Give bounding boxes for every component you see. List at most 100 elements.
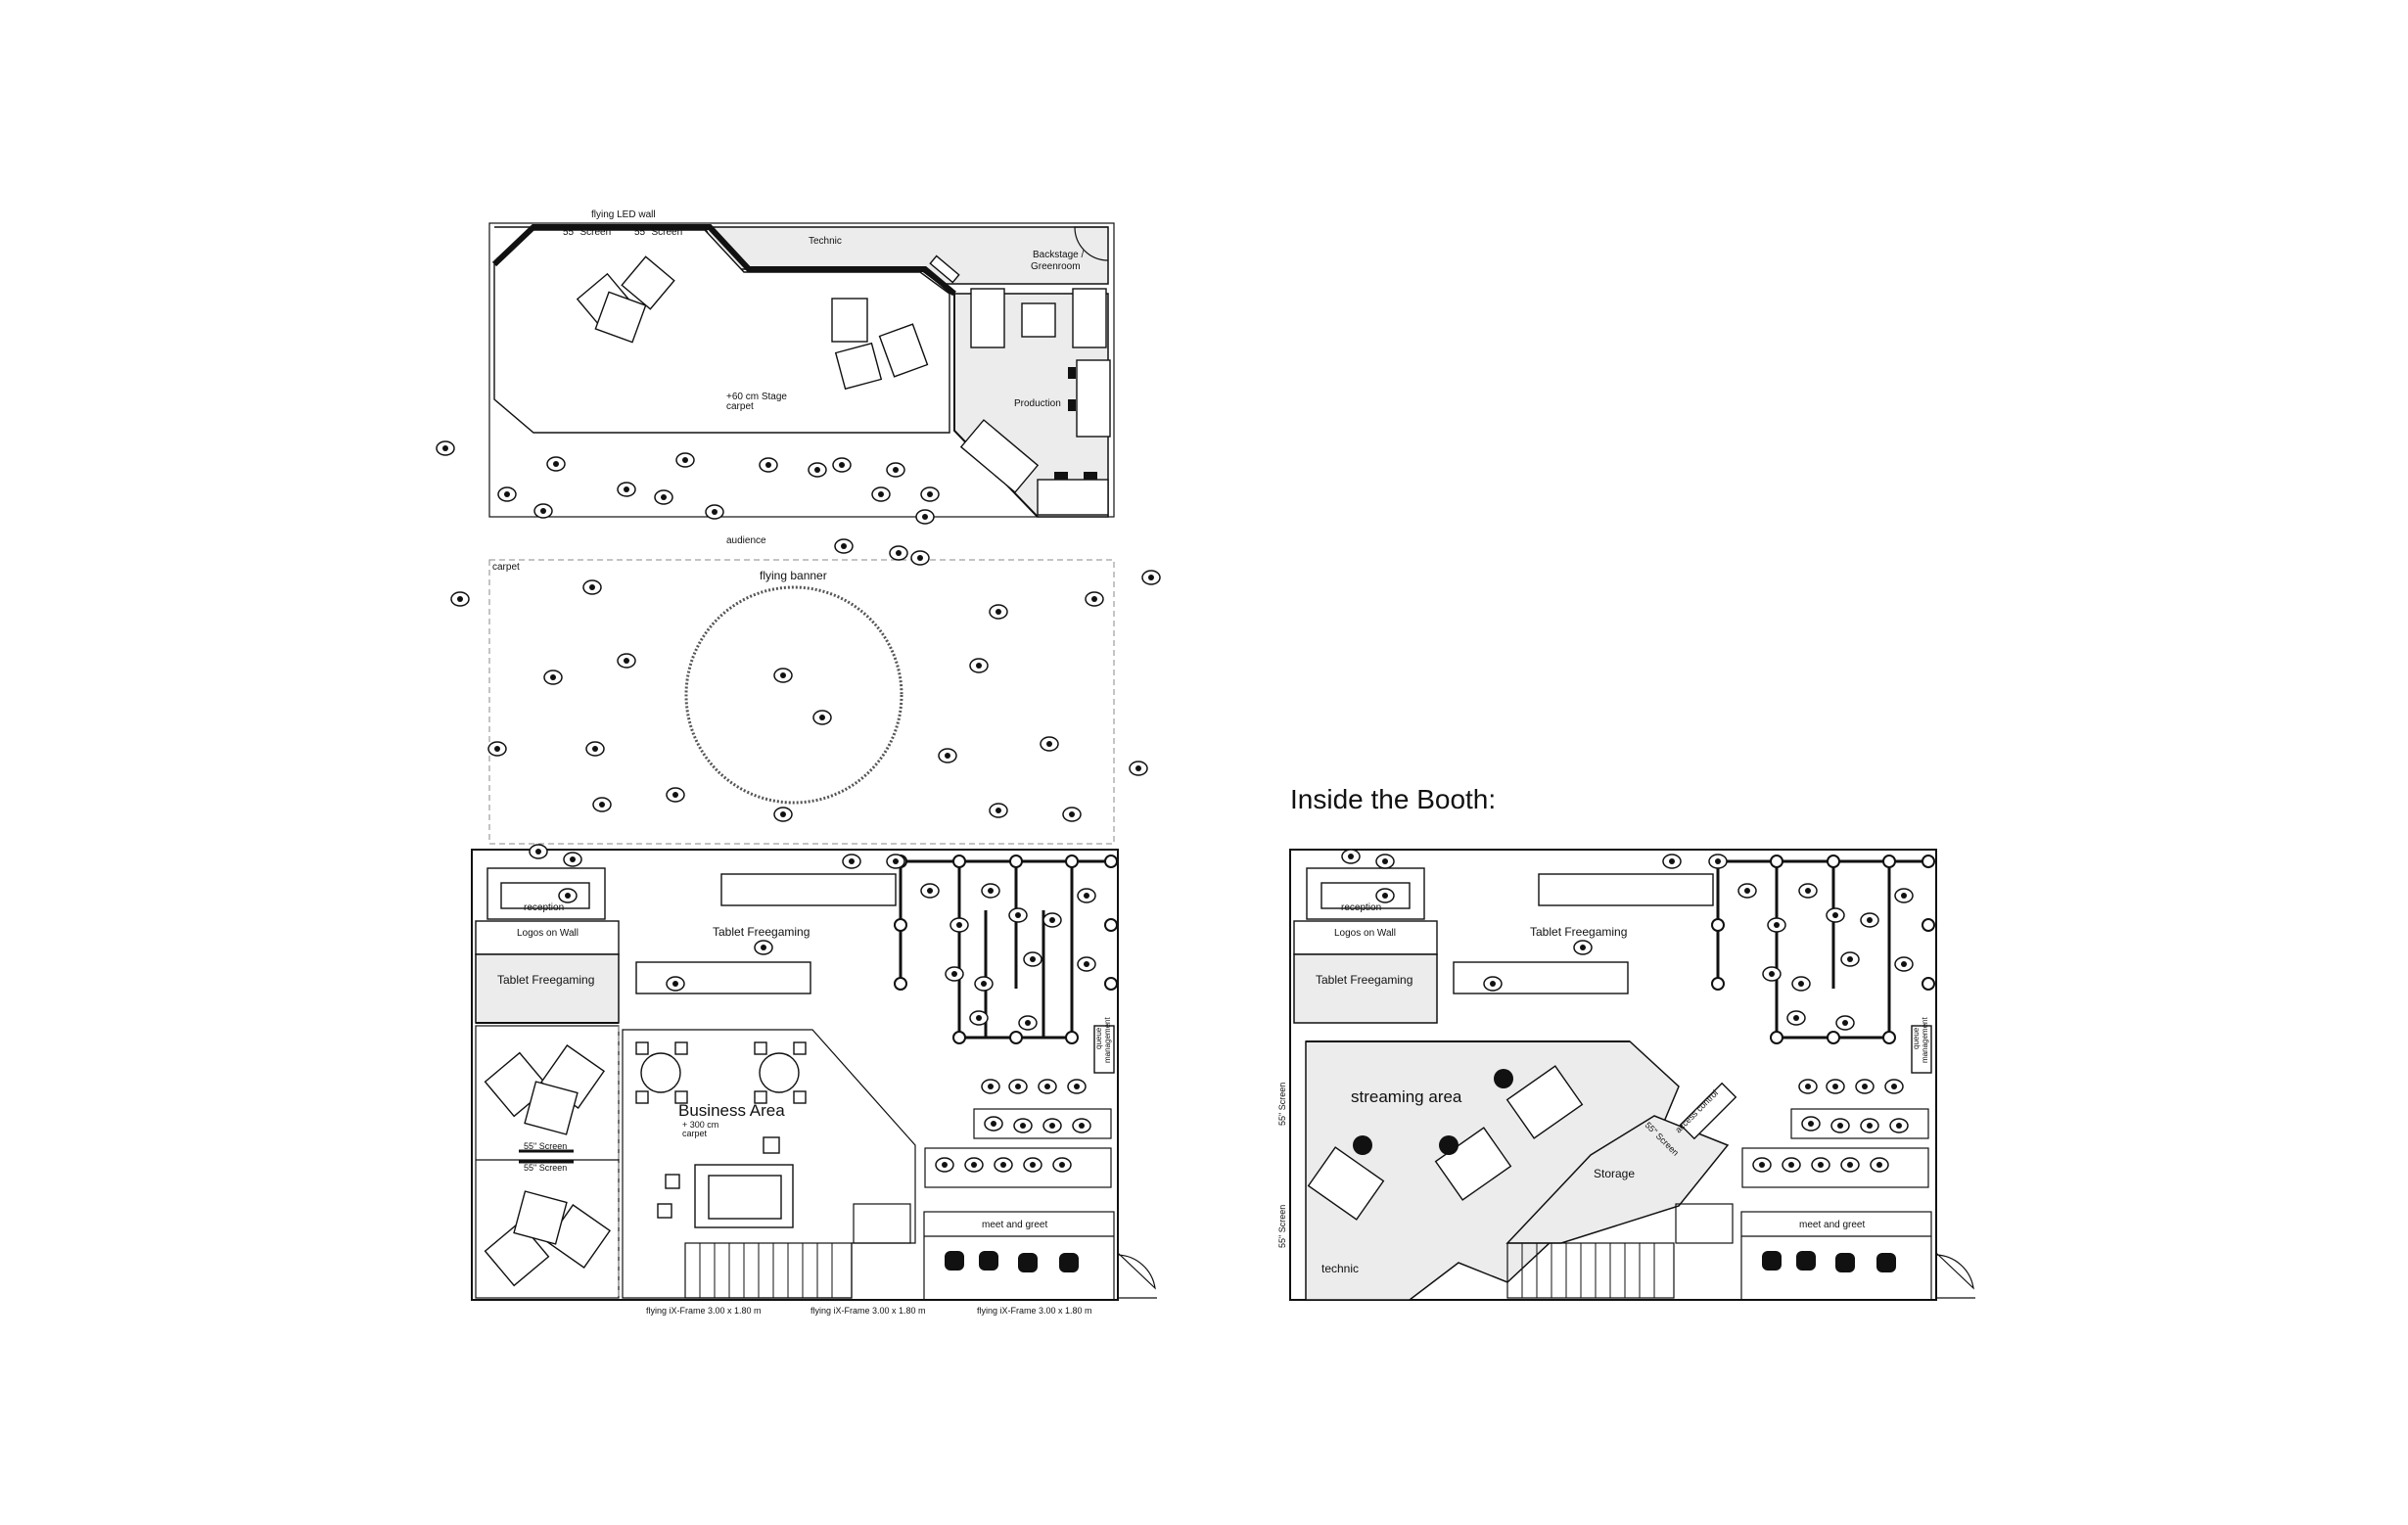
person-head: [988, 888, 994, 894]
person-head: [1891, 1084, 1897, 1089]
person-head: [494, 746, 500, 752]
person-head: [1049, 1123, 1055, 1129]
person-head: [1837, 1123, 1843, 1129]
meet-greet-seat: [1018, 1253, 1038, 1272]
person-head: [1091, 596, 1097, 602]
label-business-sub-2: carpet: [682, 1129, 708, 1138]
booth-label-queue-1: queue: [1912, 1027, 1921, 1049]
logos-wall-panel: [475, 920, 620, 955]
person-head: [996, 609, 1001, 615]
label-meet-greet: meet and greet: [982, 1220, 1047, 1230]
label-ix-frame-3: flying iX-Frame 3.00 x 1.80 m: [977, 1306, 1092, 1316]
person-head: [553, 461, 559, 467]
queue-management-sign: [1093, 1025, 1115, 1074]
person-head: [1490, 981, 1496, 987]
label-screen-left-1: 55" Screen: [524, 1141, 567, 1151]
label-production: Production: [1014, 398, 1061, 409]
label-technic: Technic: [809, 236, 842, 247]
person-head: [765, 462, 771, 468]
main-floor-plan: [471, 222, 1157, 1301]
person-head: [1084, 961, 1089, 967]
person-head: [1000, 1162, 1006, 1168]
person-head: [1348, 854, 1354, 859]
person-head: [1580, 945, 1586, 950]
stage-table-3: [594, 291, 647, 344]
meet-greet-seat: [1762, 1251, 1782, 1271]
person-head: [1759, 1162, 1765, 1168]
tablet-freegaming-right: [1293, 953, 1438, 1024]
label-queue-2: management: [1103, 1017, 1112, 1063]
booth-label-meet-greet: meet and greet: [1799, 1220, 1865, 1230]
led-wall: [491, 224, 956, 297]
label-queue-1: queue: [1094, 1027, 1103, 1049]
person-head: [996, 808, 1001, 813]
booth-label-streaming: streaming area: [1351, 1087, 1462, 1106]
label-backstage-1: Backstage /: [1033, 250, 1084, 260]
person-head: [592, 746, 598, 752]
stage-table-4: [831, 298, 868, 343]
person-head: [712, 509, 718, 515]
meet-greet-seat: [1835, 1253, 1855, 1272]
person-head: [956, 922, 962, 928]
person-head: [942, 1162, 948, 1168]
person-head: [624, 658, 629, 664]
person-head: [1808, 1121, 1814, 1127]
main-plan-labels: flying LED wall 55" Screen 55" Screen Te…: [492, 209, 1112, 1316]
stage-table-6: [834, 342, 883, 391]
person-head: [971, 1162, 977, 1168]
stage-table-2: [621, 255, 675, 310]
label-led-wall: flying LED wall: [591, 209, 656, 220]
booth-outline: [471, 849, 1119, 1301]
person-head: [1901, 961, 1907, 967]
person-head: [1847, 1162, 1853, 1168]
led-wall-end: [929, 254, 960, 284]
person-head: [1805, 1084, 1811, 1089]
production-desk-2: [959, 419, 1040, 493]
person-head: [1901, 893, 1907, 899]
person-head: [1148, 575, 1154, 580]
person-head: [814, 467, 820, 473]
person-head: [917, 555, 923, 561]
person-head: [991, 1121, 996, 1127]
booth-outline-right: [1289, 849, 1937, 1301]
person-head: [1069, 811, 1075, 817]
label-ix-frame-2: flying iX-Frame 3.00 x 1.80 m: [810, 1306, 926, 1316]
person-head: [1818, 1162, 1824, 1168]
person-head: [1867, 917, 1873, 923]
person-head: [1084, 893, 1089, 899]
person-head: [1862, 1084, 1868, 1089]
person-head: [878, 491, 884, 497]
person-head: [1788, 1162, 1794, 1168]
person-head: [1793, 1015, 1799, 1021]
booth-label-queue-2: management: [1921, 1017, 1929, 1063]
person-head: [535, 849, 541, 855]
backstage-door: [1074, 226, 1109, 261]
person-head: [1382, 858, 1388, 864]
person-head: [682, 457, 688, 463]
label-audience: audience: [726, 535, 766, 546]
stairs-lower: [684, 1242, 853, 1299]
booth-label-reception: reception: [1341, 902, 1381, 913]
coffee-table: [1021, 302, 1056, 338]
person-head: [1135, 765, 1141, 771]
flying-banner-ring: [684, 585, 903, 805]
label-screen-a: 55" Screen: [563, 227, 611, 238]
person-head: [1015, 1084, 1021, 1089]
person-head: [1769, 971, 1775, 977]
person-head: [839, 462, 845, 468]
person-head: [927, 491, 933, 497]
person-head: [1074, 1084, 1080, 1089]
meet-greet-room: [923, 1211, 1115, 1301]
meet-greet-seat: [1796, 1251, 1816, 1271]
label-tablet-top: Tablet Freegaming: [713, 925, 810, 939]
person-head: [540, 508, 546, 514]
person-head: [976, 663, 982, 669]
person-head: [1774, 922, 1780, 928]
person-head: [1015, 912, 1021, 918]
person-head: [1079, 1123, 1085, 1129]
person-head: [1030, 1162, 1036, 1168]
person-head: [1896, 1123, 1902, 1129]
person-head: [976, 1015, 982, 1021]
person-head: [1049, 917, 1055, 923]
